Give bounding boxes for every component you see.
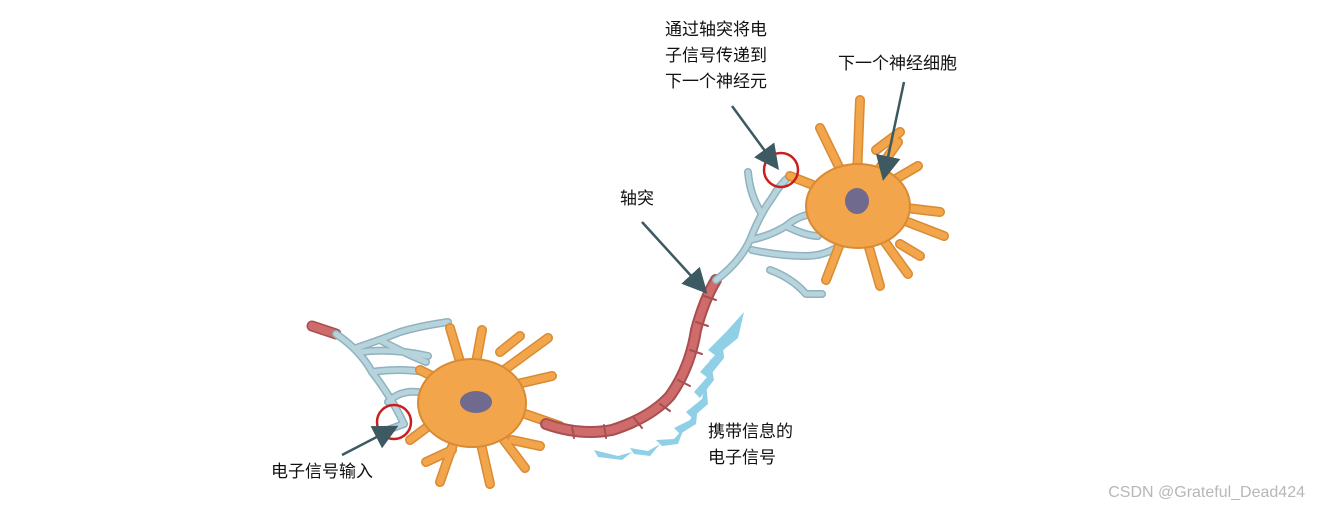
- watermark: CSDN @Grateful_Dead424: [1108, 484, 1305, 501]
- second-neuron-soma: [785, 95, 949, 291]
- label-carrying: 携带信息的 电子信号: [708, 419, 793, 471]
- incoming-axon-stub: [306, 320, 342, 340]
- pointer-arrow-icon: [341, 81, 906, 457]
- myelinated-axon: [540, 274, 722, 439]
- label-transmit-line-2: 子信号传递到: [665, 46, 767, 66]
- first-neuron-soma: [405, 323, 565, 489]
- label-axon: 轴突: [620, 189, 654, 209]
- label-next-neuron: 下一个神经细胞: [838, 54, 957, 74]
- first-neuron-branches: [332, 318, 452, 436]
- label-transmit-line-3: 下一个神经元: [665, 72, 767, 92]
- label-carrying-line-1: 携带信息的: [708, 422, 793, 442]
- label-carrying-line-2: 电子信号: [708, 448, 776, 468]
- signal-arrow-icon: [594, 312, 744, 460]
- label-transmit-line-1: 通过轴突将电: [665, 20, 767, 40]
- label-transmit: 通过轴突将电 子信号传递到 下一个神经元: [665, 17, 767, 95]
- label-signal-input: 电子信号输入: [271, 462, 373, 482]
